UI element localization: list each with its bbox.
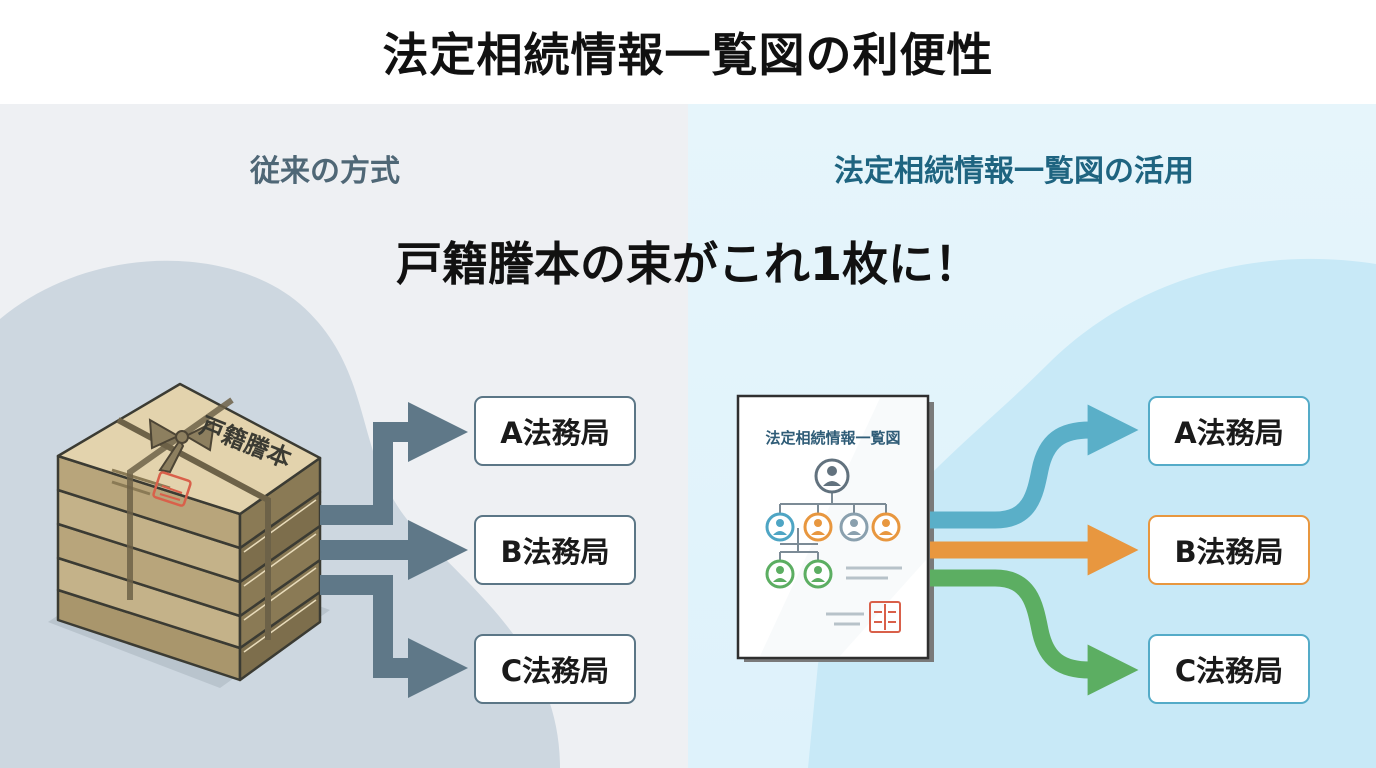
document-lines: [826, 566, 902, 626]
right-heading: 法定相続情報一覧図の活用: [834, 154, 1194, 189]
arrow-left-c: [320, 575, 468, 698]
office-box-left-c: C法務局: [474, 634, 636, 704]
office-box-right-a: A法務局: [1148, 396, 1310, 466]
family-tree: [779, 492, 887, 560]
office-box-left-b: B法務局: [474, 515, 636, 585]
document-title: 法定相続情報一覧図: [765, 429, 900, 447]
arrow-right-c: [930, 569, 1139, 696]
person-icon: [839, 512, 869, 542]
seal-stamp-icon: [869, 601, 901, 633]
person-icon: [765, 512, 795, 542]
arrow-right-a: [930, 404, 1139, 529]
right-arrows: [930, 404, 1139, 696]
person-icon: [871, 512, 901, 542]
office-box-right-c: C法務局: [1148, 634, 1310, 704]
left-heading: 従来の方式: [250, 154, 400, 189]
office-box-left-a: A法務局: [474, 396, 636, 466]
arrow-left-a: [320, 402, 468, 525]
person-icon: [803, 512, 833, 542]
page-title: 法定相続情報一覧図の利便性: [382, 28, 994, 82]
seal-stamp-icon: [152, 471, 192, 507]
person-icon: [814, 458, 850, 494]
book-stack-icon: [48, 382, 330, 688]
person-icon: [803, 559, 833, 589]
left-arrows: [320, 402, 468, 698]
ribbon-bow-icon: [148, 418, 216, 474]
office-box-right-b: B法務局: [1148, 515, 1310, 585]
person-icon: [765, 559, 795, 589]
headline: 戸籍謄本の束がこれ1枚に！: [395, 237, 980, 291]
